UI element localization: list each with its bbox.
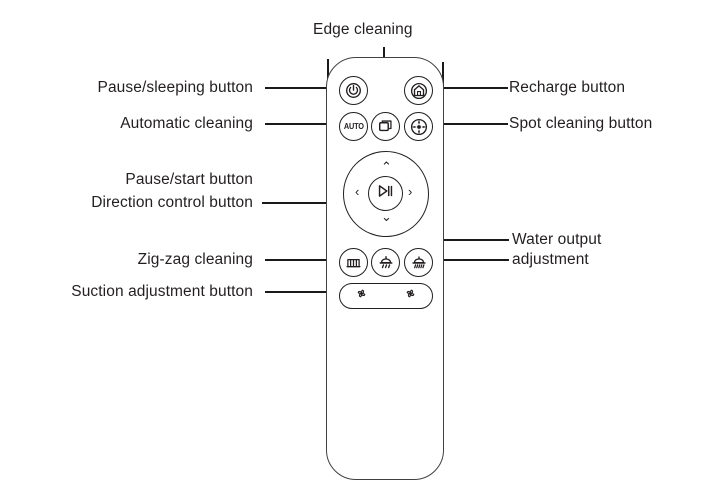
- callout-label-pause-sleeping: Pause/sleeping button: [97, 79, 253, 96]
- callout-label-suction-adjustment: Suction adjustment button: [71, 283, 253, 300]
- power-icon: [345, 82, 362, 99]
- chevron-down-icon[interactable]: ⌄: [381, 209, 392, 224]
- spot-button[interactable]: [404, 112, 433, 141]
- chevron-right-icon[interactable]: ›: [408, 184, 413, 199]
- dpad-ring[interactable]: ⌃ ⌄ ‹ ›: [343, 151, 429, 237]
- leader-direction-control: [262, 202, 329, 204]
- fan-icon: [354, 286, 369, 306]
- leader-pause-sleeping: [265, 87, 329, 89]
- suction-left[interactable]: [354, 286, 369, 306]
- edge-cleaning-button[interactable]: [371, 112, 400, 141]
- dpad-center-button[interactable]: [368, 176, 403, 211]
- callout-label-spot-cleaning: Spot cleaning button: [509, 115, 653, 132]
- leader-suction-adjustment: [265, 291, 329, 293]
- spot-crosshair-icon: [410, 118, 428, 136]
- water-high-button[interactable]: [404, 248, 433, 277]
- edge-cleaning-icon: [377, 118, 394, 135]
- auto-text-icon: AUTO: [343, 122, 364, 131]
- water-low-button[interactable]: [371, 248, 400, 277]
- chevron-left-icon[interactable]: ‹: [355, 184, 360, 199]
- water-low-icon: [377, 254, 395, 272]
- water-high-icon: [410, 254, 428, 272]
- callout-label-water-adjustment: adjustment: [512, 251, 589, 268]
- power-button[interactable]: [339, 76, 368, 105]
- callout-label-zig-zag: Zig-zag cleaning: [137, 251, 253, 268]
- leader-water-adjustment: [424, 259, 509, 261]
- remote-body: AUTO: [326, 57, 444, 480]
- zigzag-icon: [345, 254, 362, 271]
- fan-icon: [403, 286, 418, 306]
- zigzag-button[interactable]: [339, 248, 368, 277]
- recharge-button[interactable]: [404, 76, 433, 105]
- callout-label-water-output: Water output: [512, 231, 602, 248]
- callout-label-recharge: Recharge button: [509, 79, 626, 96]
- play-pause-icon: [377, 184, 394, 203]
- leader-spot-cleaning: [423, 123, 508, 125]
- auto-button[interactable]: AUTO: [339, 112, 368, 141]
- suction-bar[interactable]: [339, 283, 433, 309]
- callout-label-edge-cleaning: Edge cleaning: [313, 21, 413, 38]
- callout-label-pause-start: Pause/start button: [125, 171, 253, 188]
- callout-label-direction-control: Direction control button: [91, 194, 253, 211]
- suction-right[interactable]: [403, 286, 418, 306]
- chevron-up-icon[interactable]: ⌃: [381, 159, 392, 174]
- home-icon: [410, 82, 428, 100]
- leader-zig-zag: [265, 259, 329, 261]
- callout-label-automatic-cleaning: Automatic cleaning: [120, 115, 253, 132]
- leader-automatic-cleaning: [265, 123, 329, 125]
- leader-recharge: [423, 87, 508, 89]
- leader-water-output: [383, 239, 509, 241]
